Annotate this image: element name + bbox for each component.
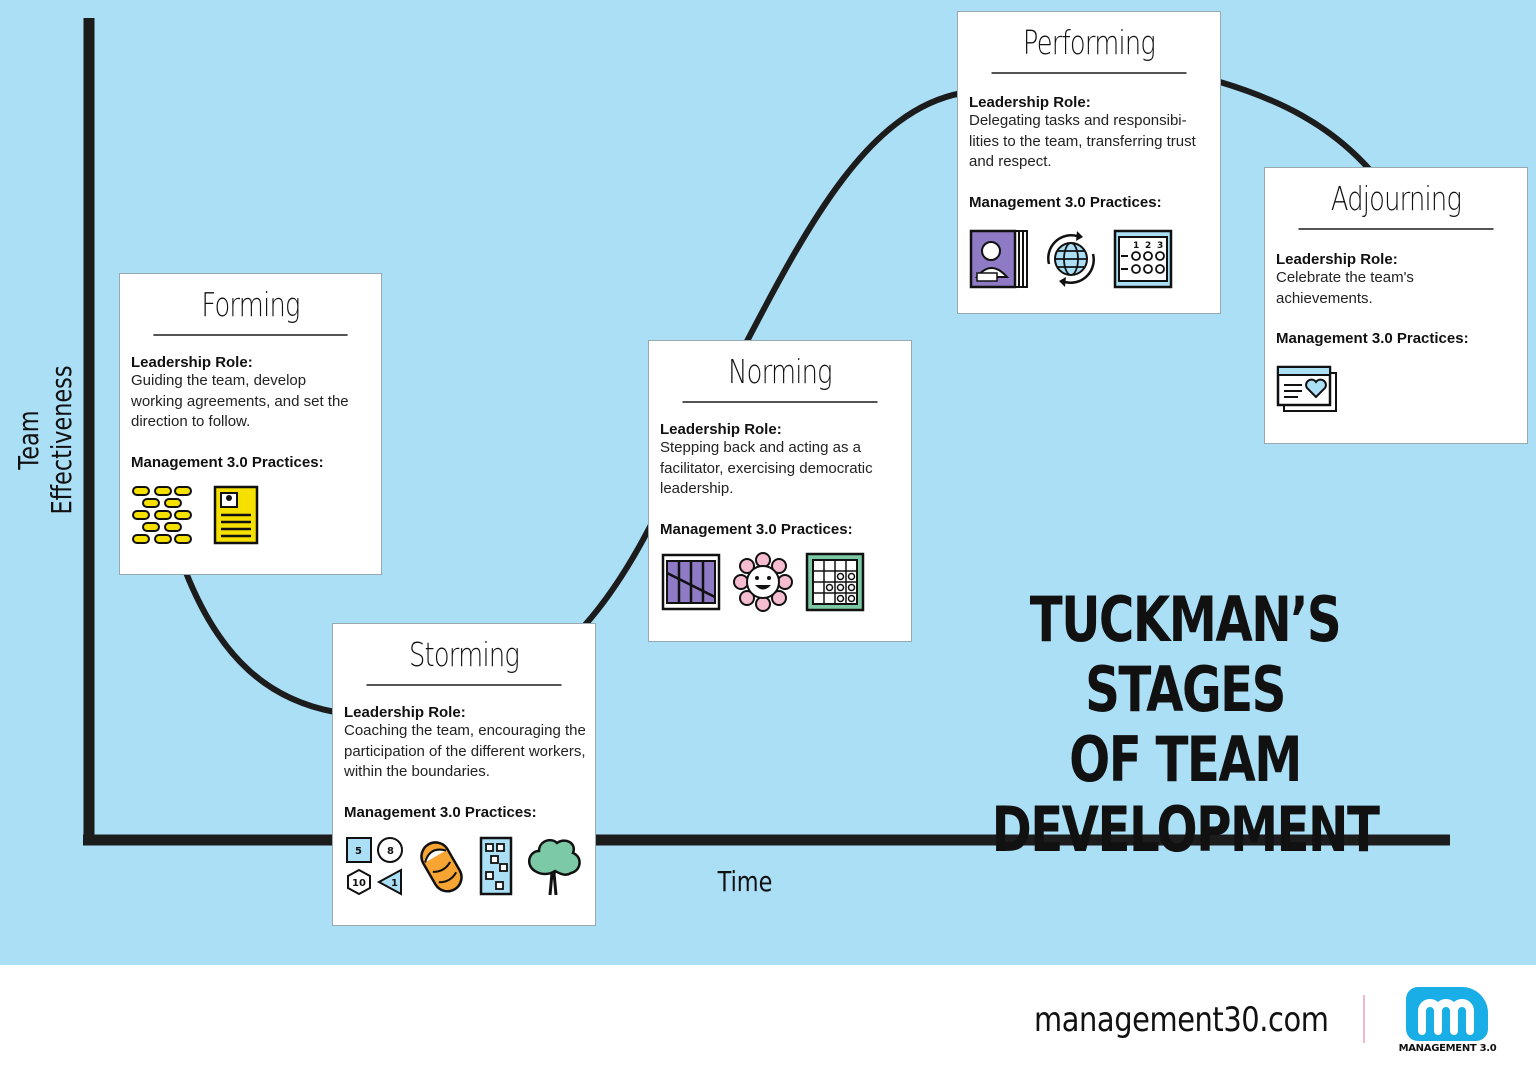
practice-icons: 5 8 10 1 xyxy=(345,835,584,897)
globe-cycle-icon xyxy=(1047,230,1095,287)
footer-divider xyxy=(1363,995,1365,1043)
diagram-area: Team Effectiveness Time TUCKMAN’S STAGES… xyxy=(0,0,1536,965)
stage-card-norming: Norming Leadership Role: Stepping back a… xyxy=(648,340,912,642)
leadership-label: Leadership Role: xyxy=(131,354,253,371)
leadership-label: Leadership Role: xyxy=(344,704,466,721)
leadership-role-text: Stepping back and acting as a facilitato… xyxy=(660,439,873,497)
happy-flower-icon xyxy=(733,551,793,612)
svg-text:3: 3 xyxy=(1157,241,1163,251)
practices-label: Management 3.0 Practices: xyxy=(131,453,324,471)
frames-icon xyxy=(661,553,721,610)
main-title-line-2: OF TEAM DEVELOPMENT xyxy=(991,723,1380,866)
kudo-card-icon xyxy=(1276,365,1337,412)
stage-title: Adjourning xyxy=(1298,168,1494,230)
practices-label: Management 3.0 Practices: xyxy=(344,803,537,821)
stage-title: Storming xyxy=(366,624,562,686)
board-icon xyxy=(479,836,513,895)
svg-text:10: 10 xyxy=(352,878,366,889)
grid-calendar-icon xyxy=(805,552,865,611)
main-title-line-1: TUCKMAN’S STAGES xyxy=(1029,583,1342,726)
leadership-label: Leadership Role: xyxy=(1276,251,1398,268)
stage-card-forming: Forming Leadership Role: Guiding the tea… xyxy=(119,273,382,575)
website-url[interactable]: management30.com xyxy=(1034,1000,1329,1040)
stage-title: Norming xyxy=(682,341,878,403)
stage-title: Performing xyxy=(991,12,1187,74)
stage-card-adjourning: Adjourning Leadership Role: Celebrate th… xyxy=(1264,167,1528,444)
svg-text:1: 1 xyxy=(1133,241,1139,251)
svg-text:8: 8 xyxy=(387,846,394,857)
leadership-label: Leadership Role: xyxy=(969,94,1091,111)
leadership-label: Leadership Role: xyxy=(660,421,782,438)
svg-text:5: 5 xyxy=(355,846,362,857)
main-title: TUCKMAN’S STAGES OF TEAM DEVELOPMENT xyxy=(905,585,1465,865)
svg-text:2: 2 xyxy=(1145,241,1151,251)
burrito-icon xyxy=(420,840,463,893)
practices-label: Management 3.0 Practices: xyxy=(969,193,1162,211)
practice-icons xyxy=(1276,365,1516,413)
leadership-role-text: Celebrate the team's achievements. xyxy=(1276,269,1414,307)
practices-label: Management 3.0 Practices: xyxy=(660,520,853,538)
practices-label: Management 3.0 Practices: xyxy=(1276,330,1469,347)
x-axis-label: Time xyxy=(717,865,773,898)
stage-card-storming: Storming Leadership Role: Coaching the t… xyxy=(332,623,596,926)
y-axis-label: Team Effectiveness xyxy=(12,365,78,515)
stage-card-performing: Performing Leadership Role: Delegating t… xyxy=(957,11,1221,314)
tree-icon xyxy=(527,838,581,895)
leadership-role-text: Coaching the team, encouraging the parti… xyxy=(344,722,586,780)
stage-title: Forming xyxy=(153,274,348,336)
management30-logo-icon xyxy=(1406,987,1488,1041)
practice-icons xyxy=(661,551,900,612)
persona-cards-icon xyxy=(969,229,1028,288)
footer xyxy=(0,965,1536,1092)
map-icon xyxy=(132,485,192,544)
leadership-role-text: Guiding the team, develop working agreem… xyxy=(131,372,349,430)
profile-card-icon xyxy=(213,485,259,544)
leadership-role-text: Delegating tasks and responsibi-lities t… xyxy=(969,112,1196,170)
brand-name: MANAGEMENT 3.0 xyxy=(1398,1043,1497,1054)
delegation-shapes-icon: 5 8 10 1 xyxy=(346,836,403,896)
practice-icons xyxy=(131,485,370,545)
svg-text:1: 1 xyxy=(391,878,398,889)
